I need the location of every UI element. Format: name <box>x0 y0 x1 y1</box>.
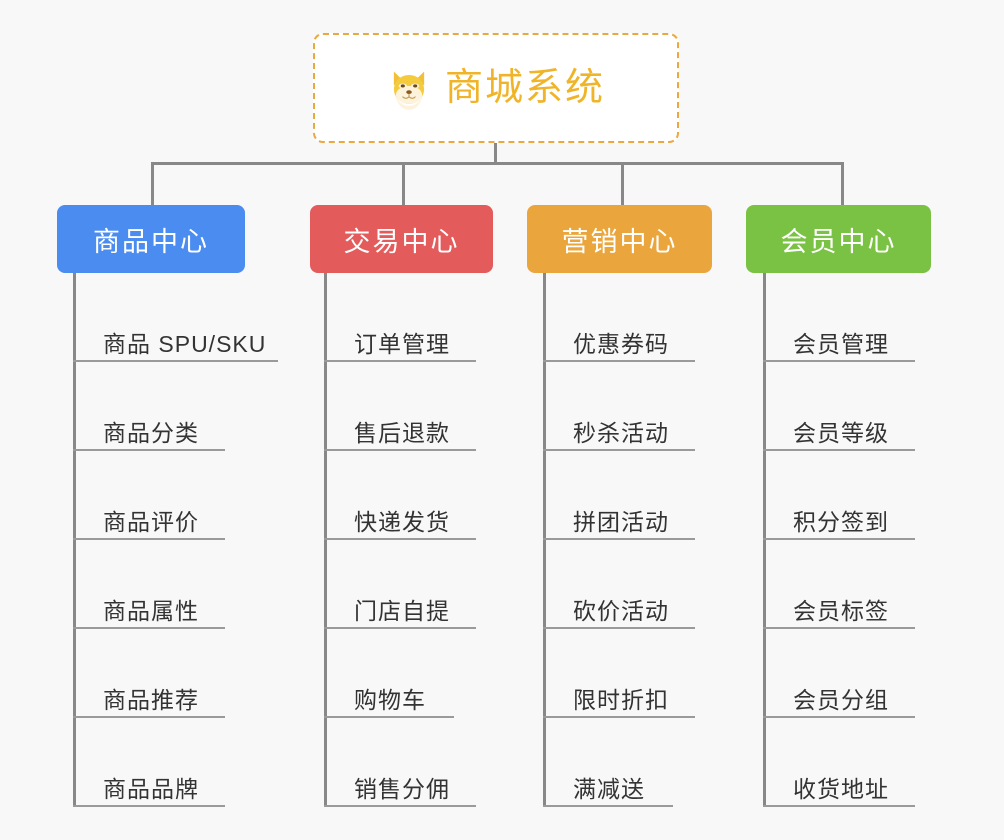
list-item-label: 商品属性 <box>103 597 199 624</box>
list-item-label: 会员分组 <box>793 686 889 713</box>
list-item-label: 快递发货 <box>354 508 450 535</box>
root-node[interactable]: 商城系统 <box>313 33 679 143</box>
category-box-trade-center[interactable]: 交易中心 <box>310 205 493 273</box>
connector-bus <box>151 162 841 165</box>
list-item-label: 拼团活动 <box>573 508 669 535</box>
category-box-member-center[interactable]: 会员中心 <box>746 205 931 273</box>
list-item[interactable]: 门店自提 <box>324 540 476 629</box>
list-item[interactable]: 会员标签 <box>763 540 915 629</box>
list-item-label: 商品品牌 <box>103 775 199 802</box>
list-item[interactable]: 收货地址 <box>763 718 915 807</box>
list-item[interactable]: 会员等级 <box>763 362 915 451</box>
trunk-marketing-center <box>543 273 546 807</box>
category-box-product-center[interactable]: 商品中心 <box>57 205 245 273</box>
root-title: 商城系统 <box>444 67 605 109</box>
category-label: 交易中心 <box>343 226 460 257</box>
list-item-label: 商品分类 <box>103 419 199 446</box>
category-label: 营销中心 <box>561 226 678 257</box>
connector-drop-marketing-center <box>621 162 624 207</box>
list-item-label: 积分签到 <box>793 508 889 535</box>
list-item[interactable]: 会员分组 <box>763 629 915 718</box>
list-item[interactable]: 商品评价 <box>73 451 225 540</box>
list-item-label: 订单管理 <box>354 330 450 357</box>
list-item[interactable]: 拼团活动 <box>543 451 695 540</box>
list-item[interactable]: 商品分类 <box>73 362 225 451</box>
list-item[interactable]: 积分签到 <box>763 451 915 540</box>
dog-face-icon <box>387 66 431 110</box>
item-list-trade-center: 订单管理售后退款快递发货门店自提购物车销售分佣 <box>324 273 476 807</box>
list-item-label: 购物车 <box>354 686 426 713</box>
list-item[interactable]: 限时折扣 <box>543 629 695 718</box>
category-label: 商品中心 <box>93 226 209 257</box>
list-item-label: 会员标签 <box>793 597 889 624</box>
category-label: 会员中心 <box>780 226 897 257</box>
list-item-label: 满减送 <box>573 775 645 802</box>
category-box-marketing-center[interactable]: 营销中心 <box>527 205 712 273</box>
list-item-label: 门店自提 <box>354 597 450 624</box>
list-item[interactable]: 商品 SPU/SKU <box>73 273 278 362</box>
list-item[interactable]: 砍价活动 <box>543 540 695 629</box>
item-list-product-center: 商品 SPU/SKU 商品分类商品评价商品属性商品推荐商品品牌 <box>73 273 278 807</box>
list-item-label: 商品推荐 <box>103 686 199 713</box>
connector-drop-member-center <box>841 162 844 207</box>
list-item[interactable]: 商品推荐 <box>73 629 225 718</box>
list-item[interactable]: 快递发货 <box>324 451 476 540</box>
list-item-label: 砍价活动 <box>573 597 669 624</box>
list-item-label: 销售分佣 <box>354 775 450 802</box>
list-item-label: 秒杀活动 <box>573 419 669 446</box>
list-item[interactable]: 销售分佣 <box>324 718 476 807</box>
list-item[interactable]: 售后退款 <box>324 362 476 451</box>
list-item[interactable]: 秒杀活动 <box>543 362 695 451</box>
item-list-member-center: 会员管理会员等级积分签到会员标签会员分组收货地址 <box>763 273 915 807</box>
list-item[interactable]: 订单管理 <box>324 273 476 362</box>
trunk-member-center <box>763 273 766 807</box>
list-item-label: 会员等级 <box>793 419 889 446</box>
list-item-label: 会员管理 <box>793 330 889 357</box>
list-item-label: 限时折扣 <box>573 686 669 713</box>
list-item-label: 商品评价 <box>103 508 199 535</box>
connector-drop-product-center <box>151 162 154 207</box>
list-item[interactable]: 商品品牌 <box>73 718 225 807</box>
list-item[interactable]: 优惠券码 <box>543 273 695 362</box>
root-connector-stub <box>494 143 497 165</box>
trunk-product-center <box>73 273 76 807</box>
list-item-label: 商品 SPU/SKU <box>103 330 267 357</box>
trunk-trade-center <box>324 273 327 807</box>
list-item[interactable]: 购物车 <box>324 629 454 718</box>
item-list-marketing-center: 优惠券码秒杀活动拼团活动砍价活动限时折扣满减送 <box>543 273 695 807</box>
connector-drop-trade-center <box>402 162 405 207</box>
list-item[interactable]: 会员管理 <box>763 273 915 362</box>
list-item[interactable]: 满减送 <box>543 718 673 807</box>
list-item-label: 售后退款 <box>354 419 450 446</box>
list-item[interactable]: 商品属性 <box>73 540 225 629</box>
list-item-label: 收货地址 <box>793 775 889 802</box>
list-item-label: 优惠券码 <box>573 330 669 357</box>
